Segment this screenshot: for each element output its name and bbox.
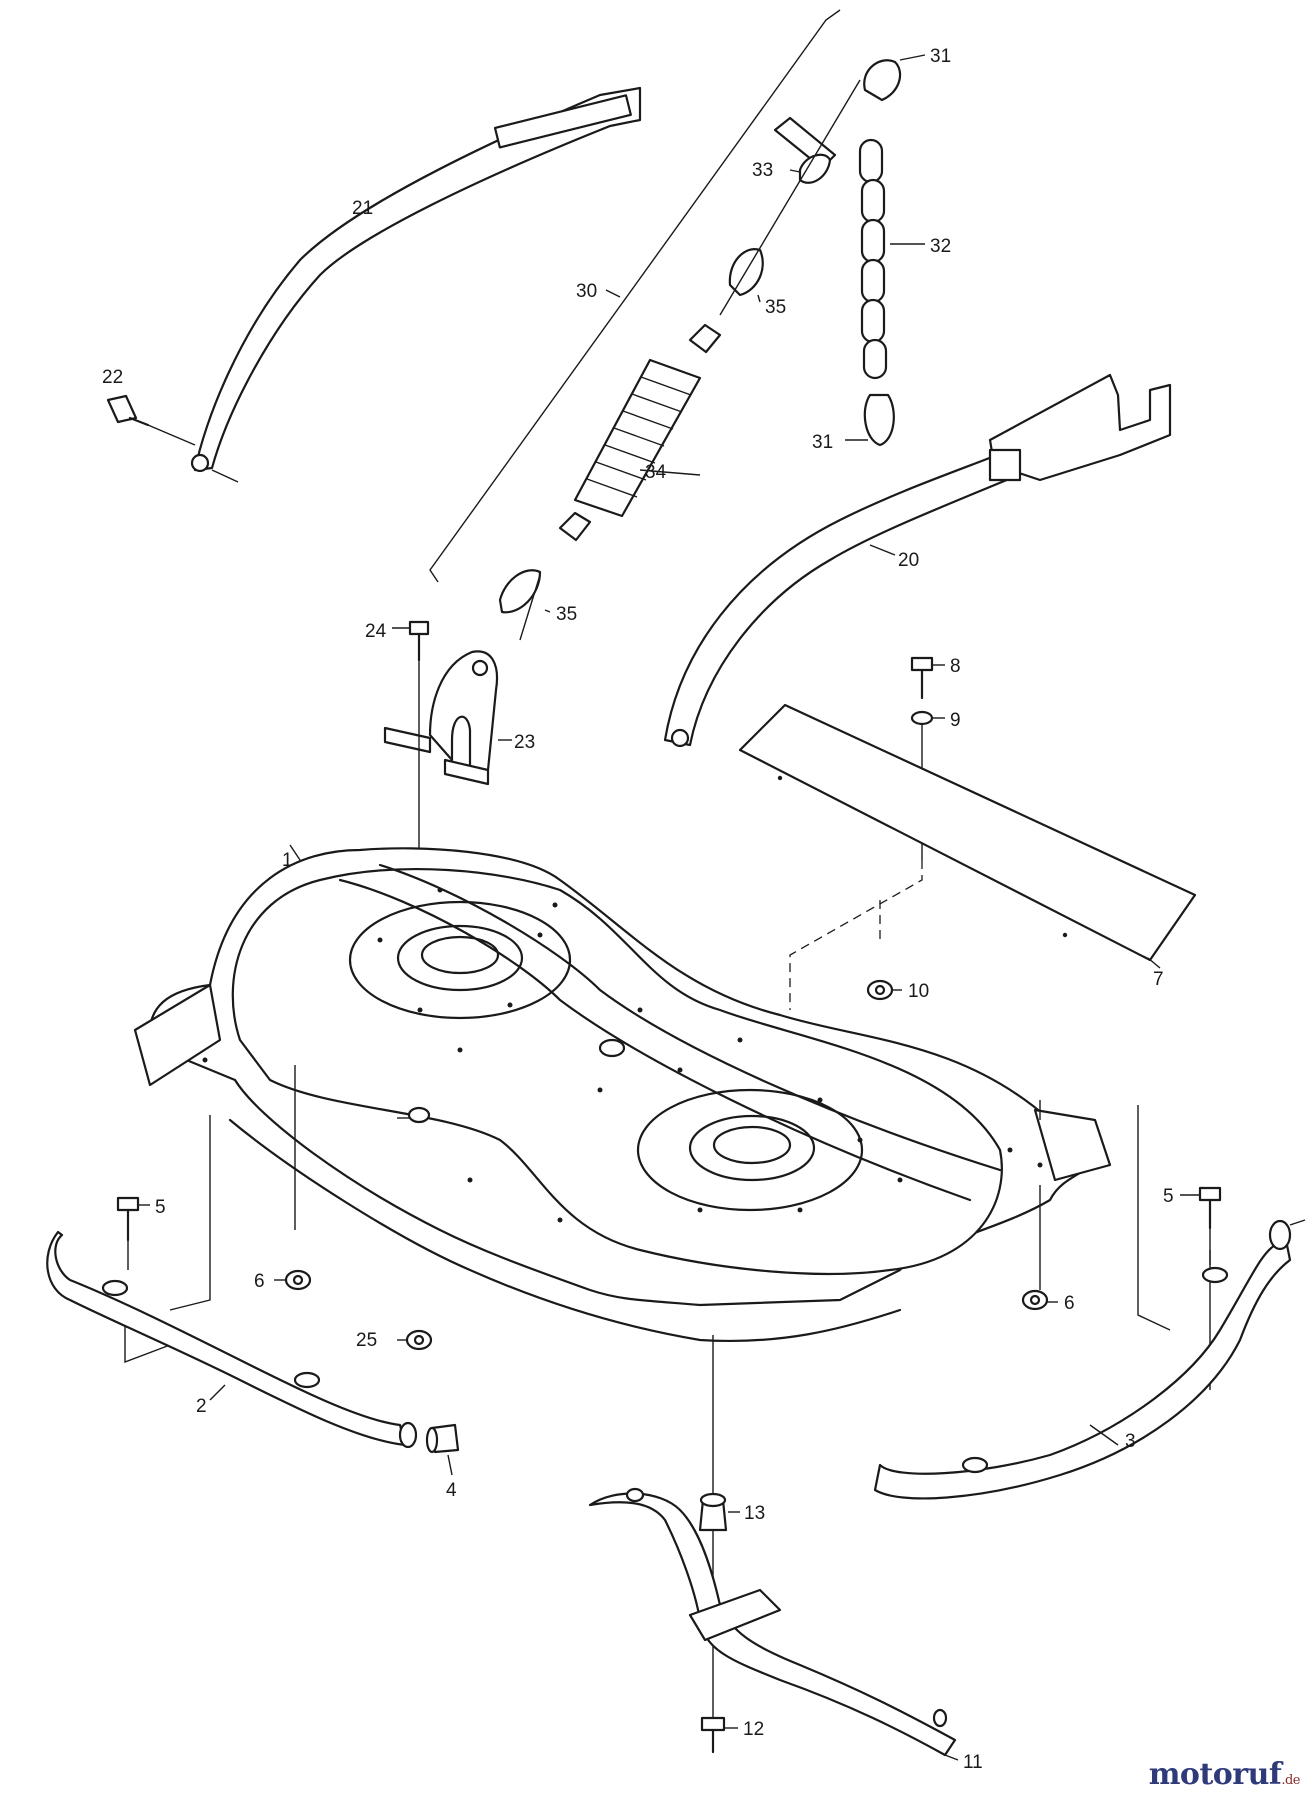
label-part-34: 34 — [645, 462, 667, 483]
part-1-deck-housing — [133, 844, 1112, 1343]
part-32-chain — [858, 138, 925, 380]
part-35-link-bottom — [498, 569, 551, 641]
label-part-5-left: 5 — [155, 1197, 166, 1218]
label-part-31-bottom: 31 — [812, 432, 833, 453]
label-part-32: 32 — [930, 236, 951, 257]
part-21-lift-arm-left — [190, 86, 642, 483]
part-5-bolt-left — [116, 1196, 150, 1270]
part-5-bolt-right — [1180, 1186, 1222, 1265]
label-part-2: 2 — [196, 1396, 207, 1417]
label-part-33: 33 — [752, 160, 773, 181]
label-part-4: 4 — [446, 1480, 457, 1501]
label-part-30: 30 — [576, 281, 597, 302]
part-4-end-plug — [425, 1423, 460, 1476]
part-13-spacer — [698, 1492, 740, 1532]
part-6-nut-left — [274, 1269, 312, 1291]
part-number-labels: 1 2 3 4 5 5 6 6 7 8 9 10 11 12 13 20 21 … — [102, 46, 1174, 1773]
part-11-front-guard — [588, 1487, 959, 1761]
part-2-bumper-left — [46, 1230, 418, 1449]
label-part-31-top: 31 — [930, 46, 951, 67]
part-22-shoulder-bolt — [106, 394, 196, 446]
part-3-bumper-right — [873, 1219, 1306, 1500]
label-part-24: 24 — [365, 621, 387, 642]
label-part-11: 11 — [963, 1752, 983, 1773]
label-part-23: 23 — [514, 732, 535, 753]
label-part-1: 1 — [282, 850, 293, 871]
label-part-22: 22 — [102, 367, 123, 388]
part-7-shield-plate — [738, 703, 1197, 969]
label-part-13: 13 — [744, 1503, 765, 1524]
label-part-3: 3 — [1125, 1431, 1136, 1452]
label-part-35-top: 35 — [765, 297, 786, 318]
label-part-10: 10 — [908, 981, 929, 1002]
bumper-left-bracket-line — [169, 1115, 211, 1311]
part-31-shackle-top — [863, 54, 926, 102]
part-35-link-top — [728, 248, 764, 303]
part-24-bolt — [392, 620, 430, 662]
part-12-bolt — [700, 1716, 738, 1754]
watermark-tld: .de — [1281, 1773, 1300, 1788]
part-31-shackle-bottom — [845, 393, 895, 447]
bumper-left-bracket-line-2 — [124, 1325, 171, 1364]
part-25-nut — [397, 1106, 431, 1124]
label-part-7: 7 — [1153, 969, 1164, 990]
part-6-nut-right — [1021, 1289, 1058, 1311]
watermark-brand: motoruf — [1148, 1757, 1282, 1792]
label-part-8: 8 — [950, 656, 961, 677]
part-25-nut-lower — [397, 1329, 433, 1351]
part-34-spring — [558, 79, 861, 542]
part-23-bracket — [383, 650, 512, 786]
label-part-9: 9 — [950, 710, 961, 731]
part-10-nut — [789, 860, 923, 1010]
bumper-right-bracket-line — [1137, 1105, 1171, 1331]
label-part-35-bottom: 35 — [556, 604, 577, 625]
spring-assembly-bracket-line — [429, 9, 841, 583]
label-part-21: 21 — [352, 198, 373, 219]
label-part-6-left: 6 — [254, 1271, 265, 1292]
label-part-25: 25 — [356, 1330, 377, 1351]
motoruf-watermark: motoruf.de — [1148, 1757, 1301, 1792]
label-part-6-right: 6 — [1064, 1293, 1075, 1314]
part-20-lift-arm-right — [663, 373, 1172, 748]
label-part-5-right: 5 — [1163, 1186, 1174, 1207]
label-part-12: 12 — [743, 1719, 764, 1740]
deck-bolt-holes — [187, 887, 1043, 1223]
label-part-20: 20 — [898, 550, 919, 571]
part-33-hook — [773, 116, 837, 184]
part-8-bolt — [910, 656, 945, 700]
